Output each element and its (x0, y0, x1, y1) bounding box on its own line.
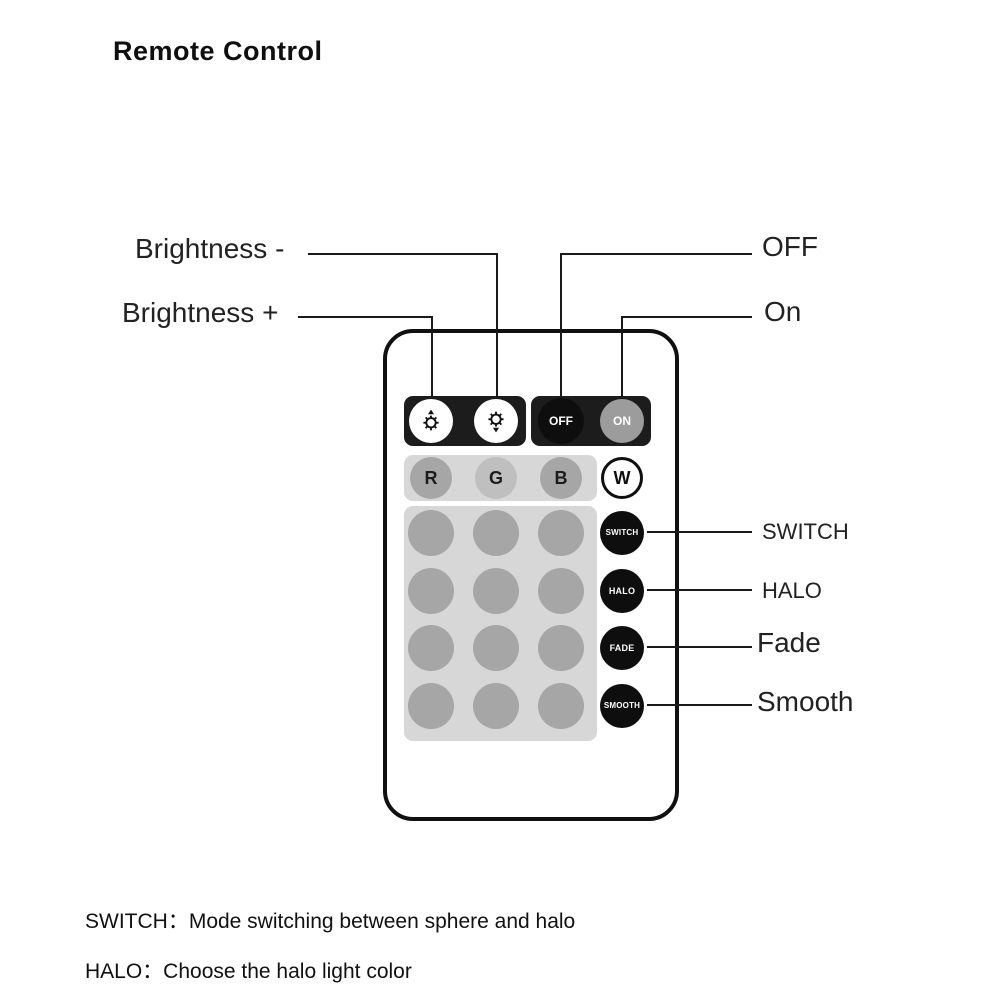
callout-halo: HALO (762, 578, 822, 603)
green-button: G (475, 457, 517, 499)
color-grid-button (408, 683, 454, 729)
color-grid-button (473, 683, 519, 729)
callout-on: On (764, 296, 802, 327)
callout-line-smooth (647, 704, 752, 706)
color-grid-button (538, 625, 584, 671)
fade-button: FADE (600, 626, 644, 670)
remote-control-body: OFF ON R G B W SWITCH HALO FADE SMOOTH (383, 329, 679, 821)
white-button: W (601, 457, 643, 499)
smooth-button: SMOOTH (600, 684, 644, 728)
note-halo: HALO：Choose the halo light color (85, 960, 412, 983)
on-button: ON (600, 399, 644, 443)
callout-line-brightness-plus-h (298, 316, 433, 318)
brightness-minus-button (474, 399, 518, 443)
color-grid-button (473, 568, 519, 614)
callout-fade: Fade (757, 627, 821, 658)
note-switch: SWITCH：Mode switching between sphere and… (85, 910, 576, 933)
callout-off: OFF (762, 231, 818, 262)
callout-line-brightness-minus-v (496, 253, 498, 398)
color-grid-button (538, 510, 584, 556)
callout-line-fade (647, 646, 752, 648)
color-grid-button (408, 625, 454, 671)
halo-button: HALO (600, 569, 644, 613)
color-grid-button (473, 625, 519, 671)
color-grid-button (408, 510, 454, 556)
off-button: OFF (538, 398, 584, 444)
color-grid-button (538, 568, 584, 614)
callout-brightness-plus: Brightness + (122, 297, 279, 328)
callout-smooth: Smooth (757, 686, 854, 717)
color-grid-button (538, 683, 584, 729)
red-button: R (410, 457, 452, 499)
callout-line-brightness-plus-v (431, 316, 433, 398)
callout-brightness-minus: Brightness - (135, 233, 285, 264)
callout-line-off-v (560, 253, 562, 398)
callout-line-switch (647, 531, 752, 533)
switch-button: SWITCH (600, 511, 644, 555)
brightness-plus-button (409, 399, 453, 443)
callout-line-off-h (560, 253, 752, 255)
blue-button: B (540, 457, 582, 499)
brightness-up-icon (423, 409, 439, 431)
callout-line-on-h (621, 316, 752, 318)
callout-line-on-v (621, 316, 623, 398)
brightness-down-icon (488, 411, 504, 433)
color-grid-button (408, 568, 454, 614)
callout-line-brightness-minus-h (308, 253, 498, 255)
page-title: Remote Control (113, 36, 323, 66)
color-grid-button (473, 510, 519, 556)
callout-switch: SWITCH (762, 519, 849, 544)
callout-line-halo (647, 589, 752, 591)
